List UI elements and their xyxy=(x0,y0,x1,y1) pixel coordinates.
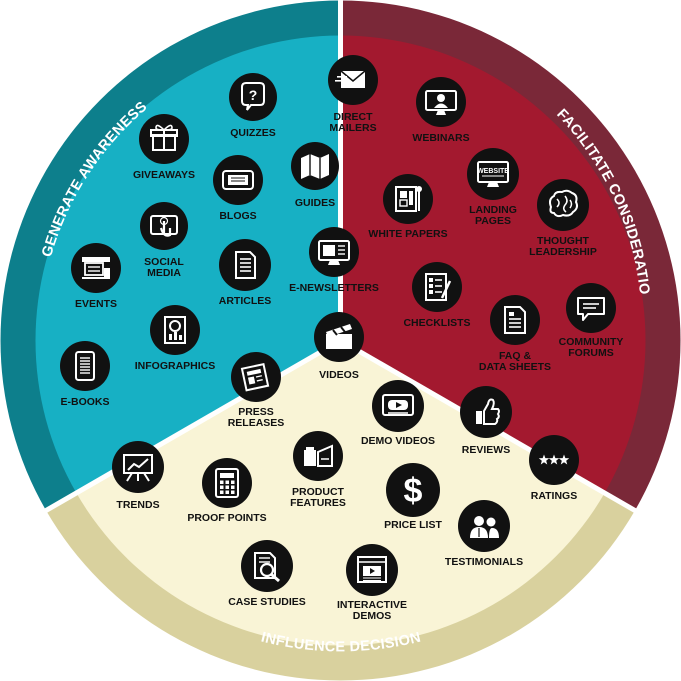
tablet-icon xyxy=(60,341,110,391)
content-item-infographics: INFOGRAPHICS xyxy=(135,305,216,372)
content-item-label: WHITE PAPERS xyxy=(368,228,447,240)
content-item-label: TESTIMONIALS xyxy=(445,556,523,568)
thumbs-up-icon xyxy=(460,386,512,438)
content-item-label: BLOGS xyxy=(219,210,256,222)
svg-text:$: $ xyxy=(404,472,423,510)
checklist-icon xyxy=(412,262,462,312)
blueprint-icon xyxy=(383,174,433,224)
play-screen-icon xyxy=(372,380,424,432)
wedge-consideration xyxy=(340,35,646,493)
content-item-label: REVIEWS xyxy=(462,444,510,456)
brain-icon xyxy=(537,179,589,231)
content-item-proof-points: PROOF POINTS xyxy=(187,458,267,524)
content-item-label: INFOGRAPHICS xyxy=(135,360,216,372)
content-item-blogs: BLOGS xyxy=(213,155,263,222)
event-stand-icon xyxy=(71,243,121,293)
product-boxes-icon xyxy=(293,431,343,481)
content-item-label: ARTICLES xyxy=(219,295,272,307)
phone-icon xyxy=(213,155,263,205)
content-item-label: VIDEOS xyxy=(319,369,359,381)
content-item-white-papers: WHITE PAPERS xyxy=(368,174,448,240)
touch-screen-icon xyxy=(140,202,188,250)
content-item-events: EVENTS xyxy=(71,243,121,310)
content-item-demo-videos: DEMO VIDEOS xyxy=(361,380,435,447)
chat-bubble-icon xyxy=(566,283,616,333)
content-item-label: CASE STUDIES xyxy=(228,596,306,608)
content-item-label: GIVEAWAYS xyxy=(133,169,195,181)
infographic-icon xyxy=(150,305,200,355)
question-bubble-icon: ? xyxy=(229,73,277,121)
calculator-icon xyxy=(202,458,252,508)
map-icon xyxy=(291,142,339,190)
svg-text:?: ? xyxy=(249,87,258,103)
content-item-label: WEBINARS xyxy=(412,132,469,144)
browser-play-icon xyxy=(346,544,398,596)
content-item-videos: VIDEOS xyxy=(314,312,364,381)
content-item-label: E-BOOKS xyxy=(60,396,109,408)
monitor-icon xyxy=(309,227,359,277)
content-item-articles: ARTICLES xyxy=(219,239,272,307)
content-item-label: GUIDES xyxy=(295,197,335,209)
content-item-label: PROOF POINTS xyxy=(187,512,266,524)
magnifier-doc-icon xyxy=(241,540,293,592)
content-item-case-studies: CASE STUDIES xyxy=(228,540,306,608)
content-item-reviews: REVIEWS xyxy=(460,386,512,456)
content-item-e-newsletters: E-NEWSLETTERS xyxy=(289,227,379,294)
content-item-label: E-NEWSLETTERS xyxy=(289,282,379,294)
content-item-label: EVENTS xyxy=(75,298,117,310)
content-item-ratings: RATINGS xyxy=(529,435,579,502)
data-sheet-icon xyxy=(490,295,540,345)
newspaper-icon xyxy=(231,352,281,402)
content-item-e-books: E-BOOKS xyxy=(60,341,110,408)
content-item-label: CHECKLISTS xyxy=(403,317,470,329)
content-item-giveaways: GIVEAWAYS xyxy=(133,114,195,181)
content-item-trends: TRENDS xyxy=(112,441,164,511)
stars-icon xyxy=(529,435,579,485)
webinar-icon xyxy=(416,77,466,127)
content-item-webinars: WEBINARS xyxy=(412,77,470,144)
content-item-label: PRICE LIST xyxy=(384,519,442,531)
envelope-icon xyxy=(328,55,378,105)
content-item-quizzes: ? QUIZZES xyxy=(229,73,277,139)
content-item-checklists: CHECKLISTS xyxy=(403,262,471,329)
content-item-label: RATINGS xyxy=(531,490,577,502)
content-item-label: FAQ &DATA SHEETS xyxy=(479,350,551,373)
trend-chart-icon xyxy=(112,441,164,493)
content-item-testimonials: TESTIMONIALS xyxy=(445,500,523,568)
content-item-label: QUIZZES xyxy=(230,127,276,139)
content-item-label: TRENDS xyxy=(116,499,159,511)
section-divider xyxy=(43,338,342,514)
clapperboard-icon xyxy=(314,312,364,362)
website-badge: WEBSITE xyxy=(477,168,509,175)
website-icon: WEBSITE xyxy=(467,148,519,200)
gift-icon xyxy=(139,114,189,164)
content-item-faq-data-sheets: FAQ &DATA SHEETS xyxy=(479,295,551,373)
dollar-icon: $ xyxy=(386,463,440,517)
document-icon xyxy=(219,239,271,291)
people-icon xyxy=(458,500,510,552)
content-item-label: DEMO VIDEOS xyxy=(361,435,435,447)
content-item-guides: GUIDES xyxy=(291,142,339,209)
content-item-price-list: $ PRICE LIST xyxy=(384,463,442,531)
